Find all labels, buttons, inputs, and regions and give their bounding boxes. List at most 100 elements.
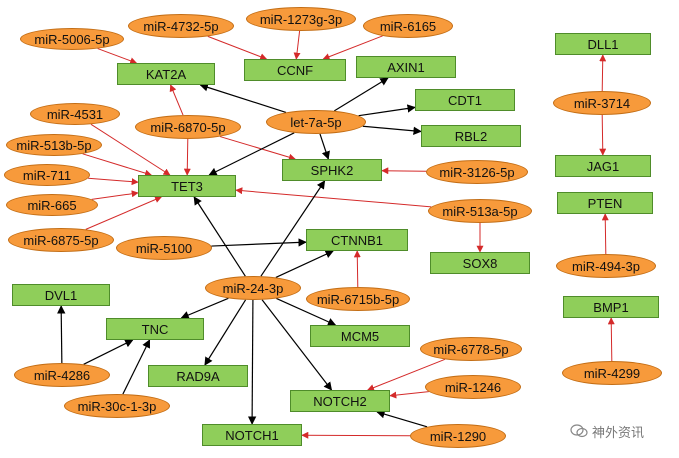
node-label: TNC: [141, 321, 169, 337]
edge-m24-to-TET3: [193, 196, 246, 277]
edge-m665-to-TET3: [91, 190, 139, 200]
edge-m24-to-RAD9A: [204, 299, 247, 366]
mirna-node-mir-6870-5p[interactable]: miR-6870-5p: [135, 115, 241, 139]
edge-m3126-to-SPHK2: [381, 167, 427, 175]
edge-m6870-to-SPHK2: [219, 136, 296, 161]
mirna-node-mir-4299[interactable]: miR-4299: [562, 361, 662, 385]
edge-m1273-to-CCNF: [293, 30, 301, 60]
edge-m6778-to-NOTCH2: [367, 358, 446, 391]
node-label: miR-6715b-5p: [316, 291, 400, 307]
node-label: miR-24-3p: [222, 280, 284, 296]
gene-node-notch1[interactable]: NOTCH1: [202, 424, 302, 446]
edge-m4531-to-TET3: [90, 123, 171, 176]
mirna-node-mir-513b-5p[interactable]: miR-513b-5p: [6, 134, 102, 156]
edge-let7a-to-TET3: [208, 132, 295, 176]
node-label: miR-5100: [135, 240, 193, 256]
edge-m1246-to-NOTCH2: [389, 391, 429, 399]
edge-m5006-to-KAT2A: [97, 48, 138, 65]
mirna-node-mir-30c-1-3p[interactable]: miR-30c-1-3p: [64, 394, 170, 418]
mirna-node-mir-1273g-3p[interactable]: miR-1273g-3p: [246, 7, 356, 31]
gene-node-sphk2[interactable]: SPHK2: [282, 159, 382, 181]
mirna-node-mir-24-3p[interactable]: miR-24-3p: [205, 276, 301, 300]
node-label: NOTCH2: [313, 393, 367, 409]
mirna-node-mir-3126-5p[interactable]: miR-3126-5p: [426, 160, 528, 184]
gene-node-tet3[interactable]: TET3: [138, 175, 236, 197]
node-label: miR-4286: [33, 367, 91, 383]
mirna-node-mir-5100[interactable]: miR-5100: [116, 236, 212, 260]
node-label: SOX8: [462, 255, 498, 271]
edge-m6875-to-TET3: [85, 196, 162, 230]
edge-let7a-to-RBL2: [362, 125, 422, 135]
node-label: CCNF: [276, 62, 314, 78]
edge-let7a-to-CDT1: [358, 104, 416, 117]
edge-m4732-to-CCNF: [207, 35, 268, 60]
node-label: miR-3126-5p: [439, 164, 515, 180]
mirna-node-mir-6165[interactable]: miR-6165: [363, 14, 453, 38]
mirna-node-mir-494-3p[interactable]: miR-494-3p: [556, 254, 656, 278]
node-label: AXIN1: [387, 59, 425, 75]
mirna-node-mir-4732-5p[interactable]: miR-4732-5p: [128, 14, 234, 38]
edge-m6715-to-CTNNB1: [353, 250, 361, 288]
edge-m711-to-TET3: [88, 177, 139, 186]
gene-node-rad9a[interactable]: RAD9A: [148, 365, 248, 387]
mirna-node-mir-4531[interactable]: miR-4531: [30, 103, 120, 125]
gene-node-ccnf[interactable]: CCNF: [244, 59, 346, 81]
gene-node-kat2a[interactable]: KAT2A: [117, 63, 215, 85]
node-label: miR-665: [27, 197, 77, 213]
mirna-node-mir-513a-5p[interactable]: miR-513a-5p: [428, 199, 532, 223]
edge-m513b-to-TET3: [82, 153, 152, 177]
edge-m6870-to-KAT2A: [169, 84, 184, 116]
node-label: miR-1290: [429, 428, 487, 444]
mirna-node-mir-6715b-5p[interactable]: miR-6715b-5p: [306, 287, 410, 311]
node-label: miR-4732-5p: [143, 18, 219, 34]
edge-m494-to-PTEN: [601, 213, 609, 255]
edge-m6870-to-TET3: [183, 138, 191, 176]
mirna-node-mir-1246[interactable]: miR-1246: [425, 375, 521, 399]
edge-m30c-to-TNC: [122, 339, 151, 395]
node-label: miR-1246: [444, 379, 502, 395]
edge-m3714-to-DLL1: [599, 54, 607, 92]
node-label: miR-30c-1-3p: [77, 398, 157, 414]
gene-node-pten[interactable]: PTEN: [557, 192, 653, 214]
gene-node-dvl1[interactable]: DVL1: [12, 284, 110, 306]
gene-node-bmp1[interactable]: BMP1: [563, 296, 659, 318]
gene-node-rbl2[interactable]: RBL2: [421, 125, 521, 147]
mirna-node-mir-665[interactable]: miR-665: [6, 194, 98, 216]
edge-let7a-to-SPHK2: [319, 133, 330, 160]
node-label: DVL1: [44, 287, 78, 303]
gene-node-axin1[interactable]: AXIN1: [356, 56, 456, 78]
gene-node-ctnnb1[interactable]: CTNNB1: [306, 229, 408, 251]
mirna-node-mir-5006-5p[interactable]: miR-5006-5p: [20, 28, 124, 50]
node-label: MCM5: [340, 328, 380, 344]
gene-node-cdt1[interactable]: CDT1: [415, 89, 515, 111]
mirna-node-mir-711[interactable]: miR-711: [4, 164, 90, 186]
gene-node-sox8[interactable]: SOX8: [430, 252, 530, 274]
gene-node-dll1[interactable]: DLL1: [555, 33, 651, 55]
gene-node-jag1[interactable]: JAG1: [555, 155, 651, 177]
gene-node-tnc[interactable]: TNC: [106, 318, 204, 340]
wechat-icon: [570, 424, 588, 438]
mirna-node-mir-4286[interactable]: miR-4286: [14, 363, 110, 387]
mirna-node-mir-6875-5p[interactable]: miR-6875-5p: [8, 228, 114, 252]
edge-m24-to-SPHK2: [260, 180, 326, 277]
node-label: miR-6875-5p: [23, 232, 99, 248]
node-label: miR-3714: [573, 95, 631, 111]
edge-m24-to-NOTCH1: [247, 299, 257, 425]
node-label: miR-5006-5p: [34, 31, 110, 47]
node-label: PTEN: [587, 195, 623, 211]
watermark-text: 神外资讯: [592, 424, 645, 440]
gene-node-mcm5[interactable]: MCM5: [310, 325, 410, 347]
mirna-node-mir-1290[interactable]: miR-1290: [410, 424, 506, 448]
gene-node-notch2[interactable]: NOTCH2: [290, 390, 390, 412]
node-label: miR-6870-5p: [150, 119, 226, 135]
mirna-node-mir-6778-5p[interactable]: miR-6778-5p: [420, 337, 522, 361]
node-label: RBL2: [454, 128, 488, 144]
mirna-node-mir-3714[interactable]: miR-3714: [553, 91, 651, 115]
node-label: RAD9A: [176, 368, 220, 384]
mirna-node-let-7a-5p[interactable]: let-7a-5p: [266, 110, 366, 134]
edge-m5100-to-CTNNB1: [211, 238, 307, 247]
node-label: CTNNB1: [330, 232, 383, 248]
edge-m3714-to-JAG1: [599, 114, 607, 156]
